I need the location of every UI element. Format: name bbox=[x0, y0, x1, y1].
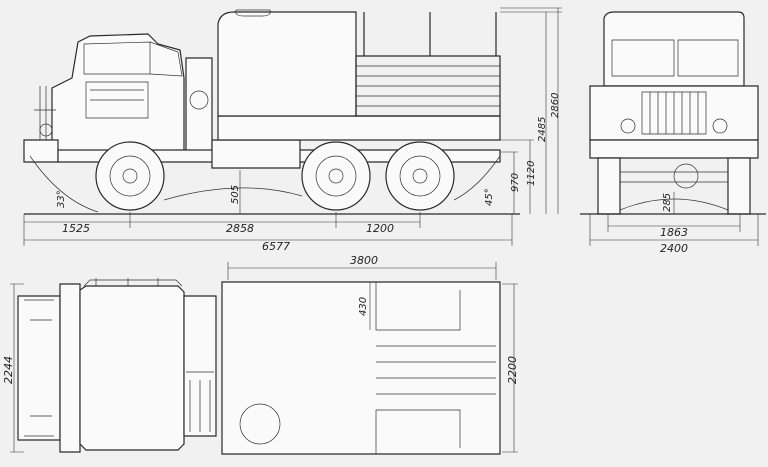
dim-body-offset: 430 bbox=[358, 297, 369, 316]
dim-overall-length: 6577 bbox=[262, 240, 290, 253]
fuel-tank bbox=[211, 139, 301, 169]
rear-wheel-2 bbox=[385, 141, 455, 211]
headlight-right bbox=[712, 118, 728, 134]
cab-door bbox=[85, 81, 149, 119]
dim-front-overhang: 1525 bbox=[62, 222, 90, 235]
cab bbox=[51, 33, 185, 161]
dim-body-width: 2200 bbox=[506, 356, 519, 384]
top-hood bbox=[59, 283, 81, 453]
dim-cab-height: 2485 bbox=[537, 117, 548, 142]
cargo-bed bbox=[217, 115, 501, 141]
top-cab-roof bbox=[79, 285, 185, 451]
dim-cab-width: 2244 bbox=[2, 356, 15, 384]
dim-ground-clearance-side: 505 bbox=[230, 185, 241, 204]
dim-wheelbase-front: 2858 bbox=[226, 222, 254, 235]
dim-axle-clearance: 285 bbox=[662, 193, 673, 212]
dim-body-length: 3800 bbox=[350, 254, 378, 267]
rear-wheel-1 bbox=[301, 141, 371, 211]
front-dimensions bbox=[589, 192, 759, 246]
side-dimensions bbox=[23, 7, 562, 246]
front-view bbox=[580, 11, 766, 215]
windshield-left bbox=[611, 39, 675, 77]
front-wheel bbox=[95, 141, 165, 211]
dim-platform-height: 970 bbox=[510, 173, 521, 192]
cargo-side-rails bbox=[355, 12, 501, 117]
top-dimensions bbox=[10, 262, 518, 453]
dim-overall-width: 2400 bbox=[660, 242, 688, 255]
top-front-bumper bbox=[17, 295, 61, 441]
canvas-cover bbox=[217, 11, 357, 117]
front-bumper bbox=[23, 139, 59, 163]
top-roof-hatch bbox=[239, 403, 281, 445]
dim-frame-height: 1120 bbox=[526, 161, 537, 186]
front-bumper-front bbox=[589, 139, 759, 159]
top-rear-rack bbox=[183, 295, 217, 437]
top-view bbox=[17, 278, 501, 455]
dim-approach-angle: 33° bbox=[56, 190, 67, 208]
headlight-left bbox=[620, 118, 636, 134]
grille bbox=[641, 91, 707, 135]
front-tire-right bbox=[727, 157, 751, 215]
dim-departure-angle: 45° bbox=[484, 188, 495, 206]
side-view bbox=[23, 9, 520, 215]
dim-track: 1863 bbox=[660, 226, 688, 239]
front-tire-left bbox=[597, 157, 621, 215]
dim-wheelbase-rear: 1200 bbox=[366, 222, 394, 235]
top-cargo-bed bbox=[221, 281, 501, 455]
dim-overall-height: 2860 bbox=[550, 93, 561, 118]
windshield-right bbox=[677, 39, 739, 77]
